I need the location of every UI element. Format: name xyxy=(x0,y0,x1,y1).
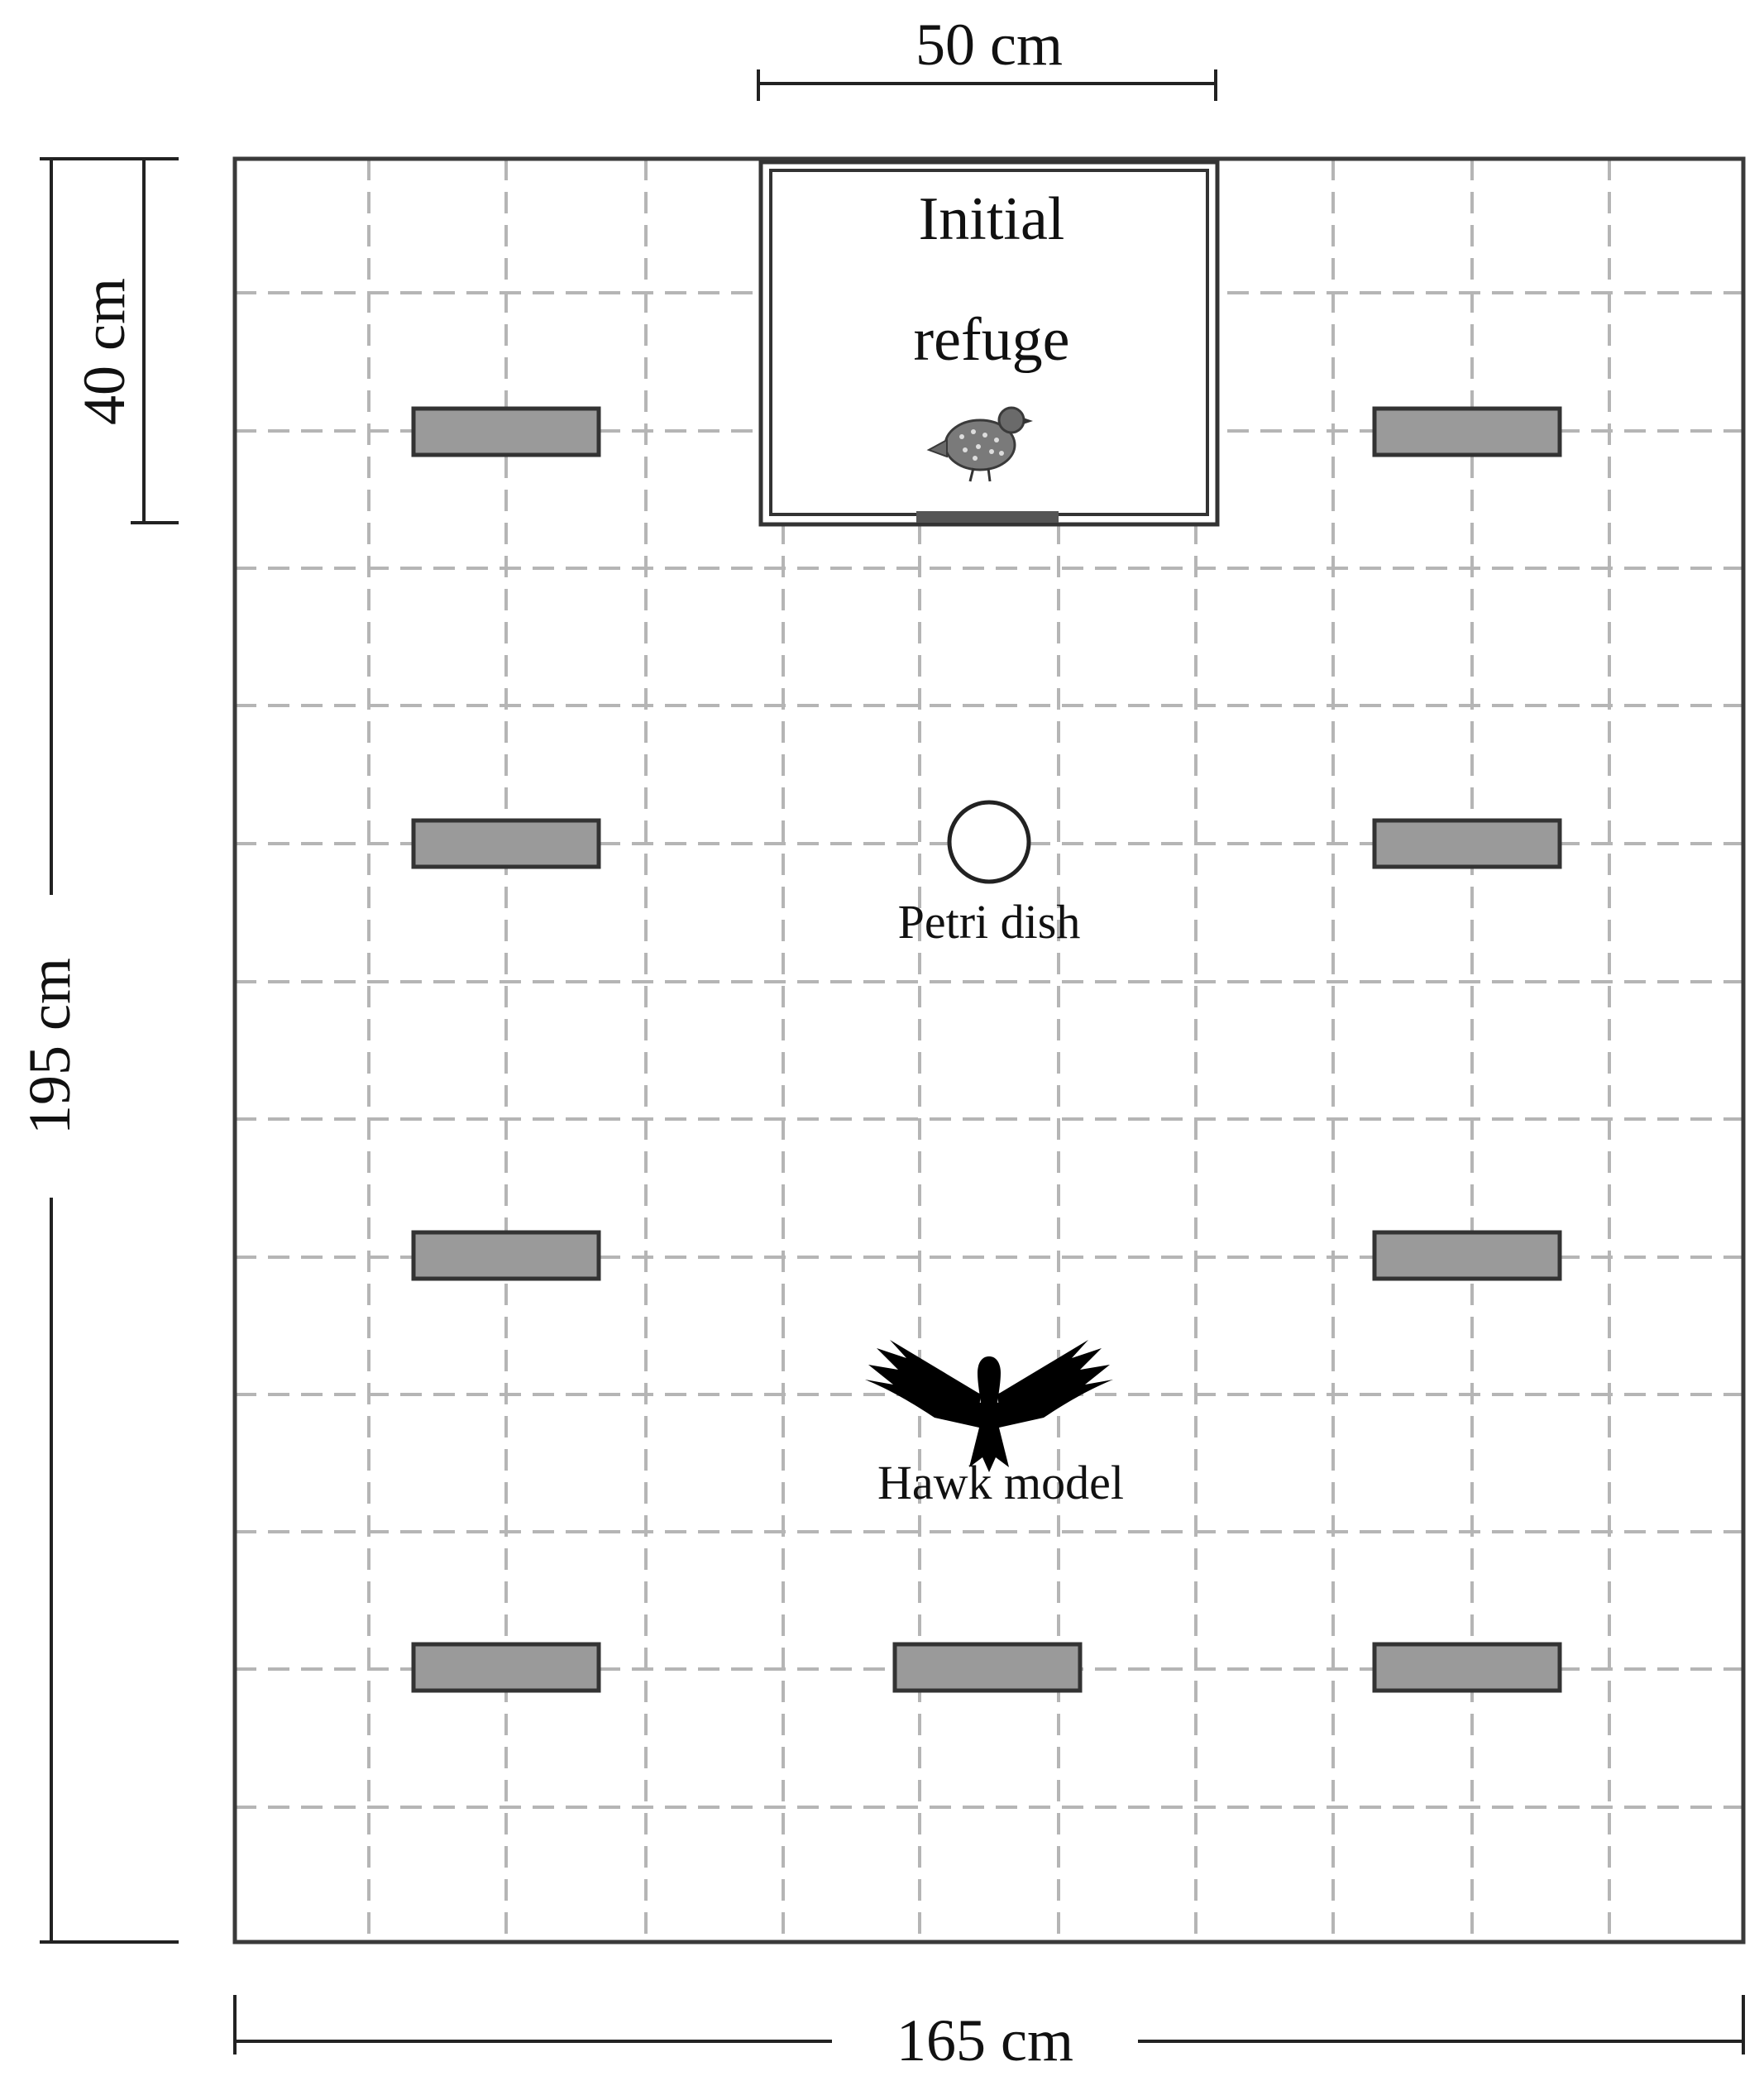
dimension-top xyxy=(757,69,1217,101)
dimension-left-long-label: 195 cm xyxy=(17,958,83,1135)
block xyxy=(1372,406,1562,457)
dimension-left-long xyxy=(40,157,179,1944)
block xyxy=(892,1642,1083,1693)
refuge-label-line2: refuge xyxy=(914,306,1070,374)
block xyxy=(411,1642,601,1693)
dimension-left-short-label: 40 cm xyxy=(71,278,137,425)
petri-dish-label: Petri dish xyxy=(898,895,1081,949)
block xyxy=(411,406,601,457)
block xyxy=(1372,818,1562,869)
blocks xyxy=(411,406,1562,1693)
hawk-model-label: Hawk model xyxy=(877,1456,1124,1509)
petri-dish-circle xyxy=(947,800,1031,884)
quail-icon xyxy=(926,406,1033,482)
block xyxy=(411,818,601,869)
dimension-bottom-label: 165 cm xyxy=(896,2007,1073,2074)
refuge-outer-wall xyxy=(758,160,1220,527)
refuge-door xyxy=(916,511,1059,523)
hawk-silhouette-icon xyxy=(865,1340,1113,1472)
block xyxy=(411,1230,601,1281)
dimension-left-short xyxy=(131,157,179,524)
block xyxy=(1372,1642,1562,1693)
dimension-top-label: 50 cm xyxy=(915,12,1063,78)
refuge-label-line1: Initial xyxy=(919,185,1065,253)
block xyxy=(1372,1230,1562,1281)
arena-boundary xyxy=(232,156,1746,1944)
dimension-bottom xyxy=(233,1995,1745,2054)
